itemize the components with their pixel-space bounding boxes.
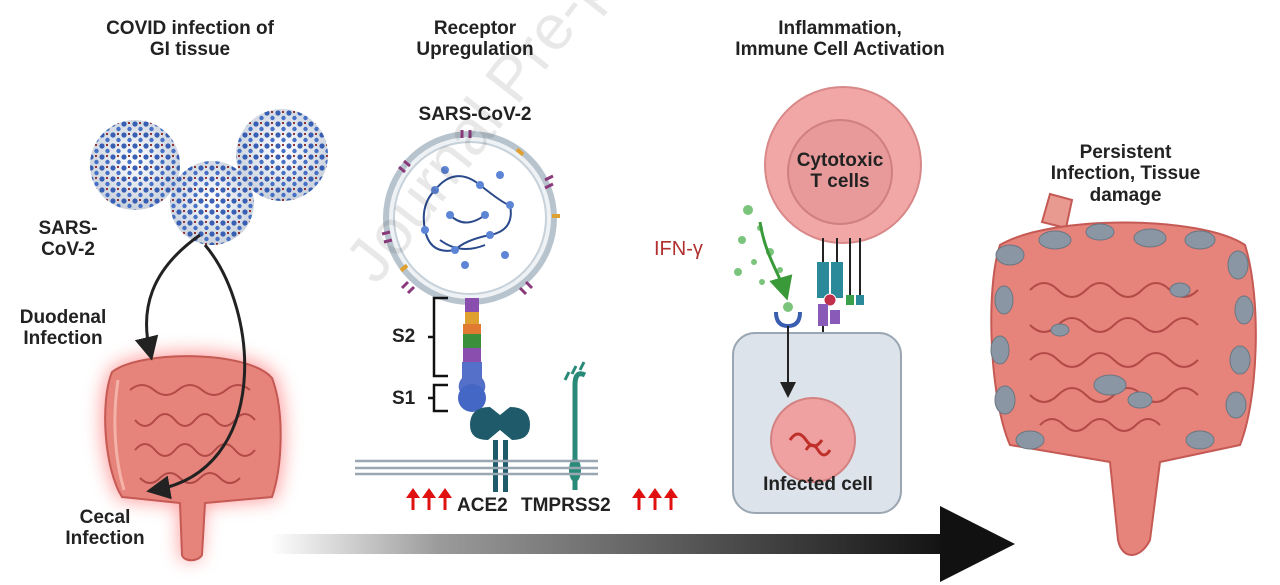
cell-membrane bbox=[355, 459, 598, 476]
panel-title-inflammation: Inflammation, Immune Cell Activation bbox=[735, 18, 945, 61]
up-arrow-icon bbox=[406, 488, 678, 510]
intestine-icon bbox=[101, 351, 285, 562]
cecal-label: Cecal Infection bbox=[65, 507, 145, 550]
panel-title-persistent: Persistent Infection, Tissue damage bbox=[1050, 142, 1201, 206]
ace2-label: ACE2 bbox=[457, 495, 508, 516]
ace2-receptor-icon bbox=[470, 407, 530, 492]
infected-cell-label: Infected cell bbox=[763, 474, 873, 495]
virus-icon bbox=[90, 109, 328, 245]
spike-protein-icon bbox=[458, 298, 486, 412]
progression-arrow-icon bbox=[270, 506, 1015, 582]
panel-title-receptor: Receptor Upregulation bbox=[416, 18, 534, 61]
tmprss2-label: TMPRSS2 bbox=[521, 495, 611, 516]
s-brackets bbox=[428, 296, 448, 413]
duodenal-label: Duodenal Infection bbox=[19, 307, 107, 350]
tcr-complex bbox=[817, 238, 864, 340]
panel-title-infection: COVID infection of GI tissue bbox=[106, 18, 274, 61]
virus-label: SARS- CoV-2 bbox=[38, 218, 98, 261]
s1-label: S1 bbox=[392, 388, 416, 409]
ifn-gamma-label: IFN-γ bbox=[654, 238, 703, 260]
virion-label: SARS-CoV-2 bbox=[418, 104, 532, 125]
infected-cell-icon bbox=[732, 311, 902, 514]
tmprss2-icon bbox=[563, 361, 587, 490]
damaged-intestine-icon bbox=[990, 192, 1257, 556]
t-cell-icon bbox=[764, 86, 922, 244]
tcell-label: Cytotoxic T cells bbox=[796, 150, 884, 193]
s2-label: S2 bbox=[392, 326, 416, 347]
